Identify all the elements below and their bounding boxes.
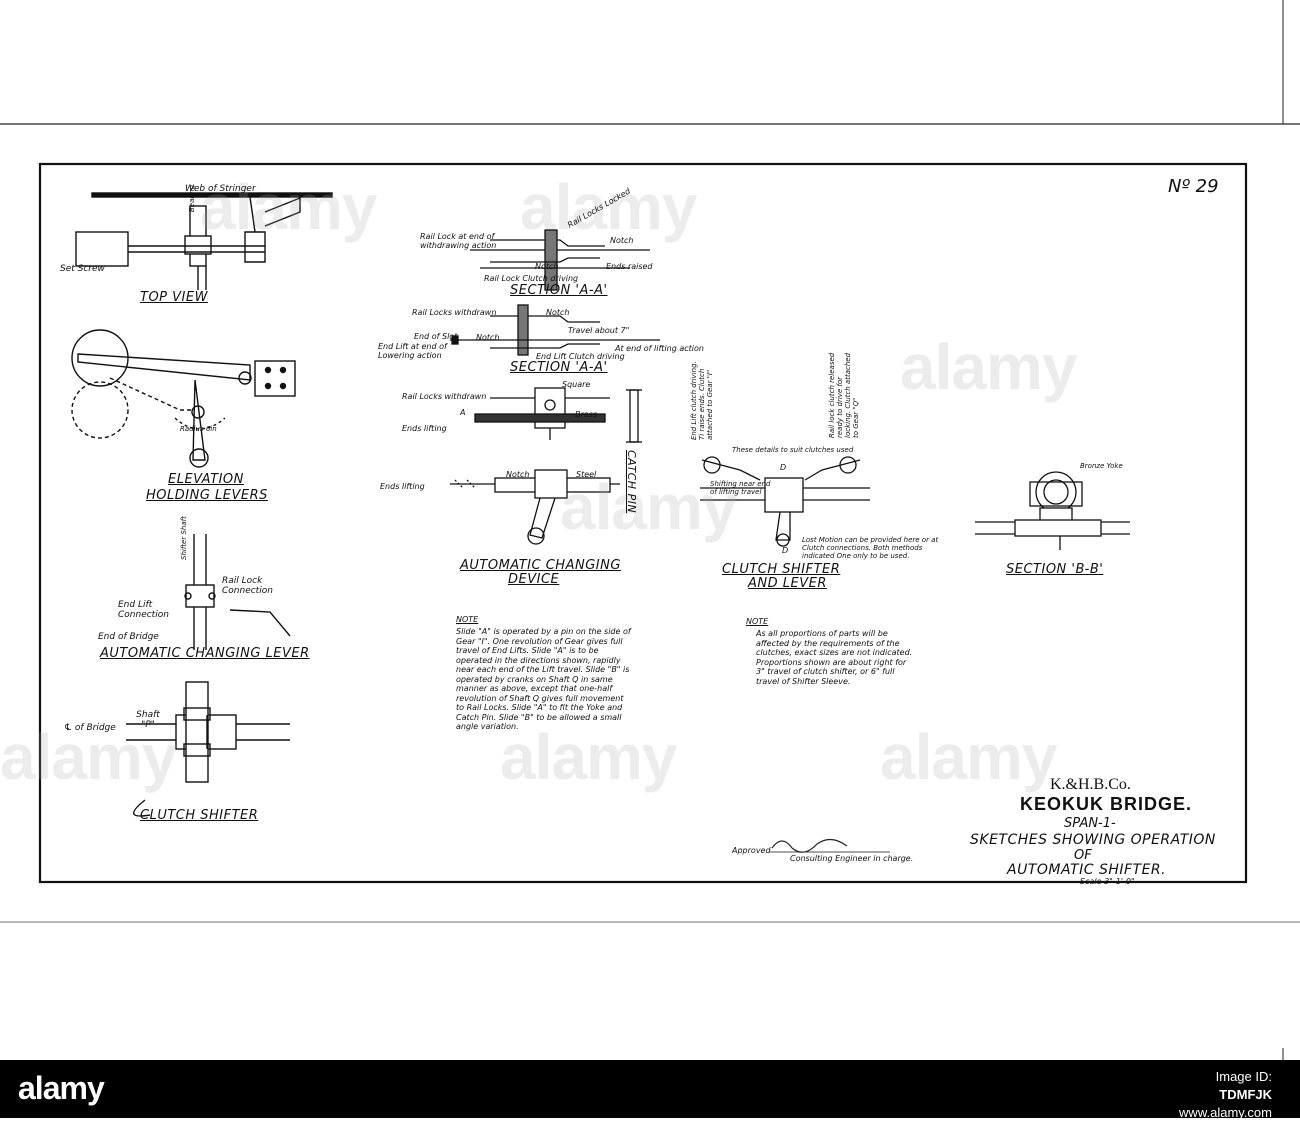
watermark: alamy xyxy=(560,471,737,543)
watermark: alamy xyxy=(500,721,677,793)
title-section-bb: SECTION 'B-B' xyxy=(1006,562,1104,577)
title-auto-changing-device-1: AUTOMATIC CHANGING xyxy=(460,558,621,573)
section-aa-2-drawing xyxy=(450,304,660,356)
title-clutch-shifter-lever-2: AND LEVER xyxy=(748,576,827,591)
title-section-aa-1: SECTION 'A-A' xyxy=(510,283,608,298)
label-end-of-bridge: End of Bridge xyxy=(98,632,159,642)
footer-logo[interactable]: alamy xyxy=(18,1070,105,1106)
note-right-title: NOTE xyxy=(746,617,769,626)
title-auto-changing-device-2: DEVICE xyxy=(508,572,560,587)
label-radius: Radius 6in xyxy=(180,425,217,433)
automatic-changing-device-drawing xyxy=(450,469,620,545)
label-d-mark-1: D xyxy=(780,463,787,472)
label-rail-locks-withdrawn-1: Rail Locks withdrawn xyxy=(412,308,497,317)
label-lost-motion: Lost Motion can be provided here or at C… xyxy=(802,536,939,560)
title-clutch-shifter-lever-1: CLUTCH SHIFTER xyxy=(722,562,841,577)
bridge-name: KEOKUK BRIDGE. xyxy=(1020,794,1193,814)
elevation-holding-levers-drawing xyxy=(71,329,296,468)
label-ends-lifting-2: Ends lifting xyxy=(380,482,425,491)
subtitle-1: SKETCHES SHOWING OPERATION xyxy=(970,832,1216,848)
label-notch-1: Notch xyxy=(610,236,634,245)
title-clutch-shifter: CLUTCH SHIFTER xyxy=(140,808,259,823)
title-top-view: TOP VIEW xyxy=(140,290,208,305)
company-name: K.&H.B.Co. xyxy=(1050,776,1131,793)
label-steel: Steel xyxy=(576,470,597,479)
footer-site[interactable]: www.alamy.com xyxy=(1179,1105,1272,1120)
label-set-screw: Set Screw xyxy=(60,264,105,274)
label-brass: Brass xyxy=(575,410,598,419)
image-id-label: Image ID: xyxy=(1215,1069,1272,1084)
label-at-end-lifting: At end of lifting action xyxy=(615,344,704,353)
watermark: alamy xyxy=(0,721,177,793)
signature xyxy=(771,838,848,853)
label-bronze-yoke: Bronze Yoke xyxy=(1080,462,1123,470)
label-rail-locks-withdrawn-2: Rail Locks withdrawn xyxy=(402,392,487,401)
label-end-lift-clutch: End Lift Clutch driving xyxy=(536,352,625,361)
subtitle-3: AUTOMATIC SHIFTER. xyxy=(1007,862,1167,878)
label-travel-about: Travel about 7" xyxy=(568,326,630,335)
title-automatic-changing-lever: AUTOMATIC CHANGING LEVER xyxy=(100,646,310,661)
image-id: TDMFJK xyxy=(1219,1087,1272,1102)
label-end-lift-lowering: End Lift at end of Lowering action xyxy=(378,342,447,360)
title-catch-pin: CATCH PIN xyxy=(625,450,638,514)
note-left-title: NOTE xyxy=(456,615,479,624)
footer-bar: alamy Image ID: TDMFJK www.alamy.com xyxy=(0,1060,1300,1120)
watermark: alamy xyxy=(520,171,697,243)
label-ends-lifting-1: Ends lifting xyxy=(402,424,447,433)
note-left-text: Slide "A" is operated by a pin on the si… xyxy=(456,627,631,731)
span-label: SPAN-1- xyxy=(1064,816,1116,831)
scale-label: Scale 3"-1'-0" xyxy=(1080,877,1135,886)
section-aa-1-drawing xyxy=(470,229,650,291)
label-bearing: Bearing xyxy=(188,184,196,212)
label-notch-5: Notch xyxy=(506,470,530,479)
approved-label: Approved xyxy=(732,846,771,855)
label-end-lift-clutch-driving: End Lift clutch driving. Ti raise ends. … xyxy=(690,361,714,440)
clutch-shifter-drawing xyxy=(126,681,290,817)
subtitle-2: OF xyxy=(1074,848,1092,863)
label-ends-raised: Ends raised xyxy=(606,262,653,271)
label-cl-of-bridge: ℄ of Bridge xyxy=(64,723,116,733)
title-section-aa-2: SECTION 'A-A' xyxy=(510,360,608,375)
sheet-number: Nº 29 xyxy=(1168,176,1219,197)
label-rail-lock-clutch-released: Rail lock clutch released ready to drive… xyxy=(828,352,860,438)
label-these-details: These details to suit clutches used xyxy=(732,446,854,454)
label-web-of-stringer: Web of Stringer xyxy=(185,184,256,194)
engineer-label: Consulting Engineer in charge. xyxy=(790,854,914,863)
slide-catch-pin-drawing xyxy=(474,387,642,443)
label-rail-lock-clutch: Rail Lock Clutch driving xyxy=(484,274,579,283)
label-notch-3: Notch xyxy=(546,308,570,317)
note-right-text: As all proportions of parts will be affe… xyxy=(756,629,913,686)
label-rail-lock-end: Rail Lock at end of withdrawing action xyxy=(420,232,497,250)
label-notch-2: Notch xyxy=(535,262,559,271)
watermark: alamy xyxy=(880,721,1057,793)
label-shifting-near-end: Shifting near end of lifting travel xyxy=(710,480,771,496)
title-holding-levers: HOLDING LEVERS xyxy=(146,488,268,503)
section-bb-drawing xyxy=(975,471,1130,550)
top-view-drawing xyxy=(75,192,333,290)
label-rail-lock-connection: Rail Lock Connection xyxy=(222,576,273,596)
label-square: Square xyxy=(562,380,591,389)
watermark: alamy xyxy=(200,171,377,243)
label-shaft-p: Shaft "P" xyxy=(136,710,160,730)
footer-info: Image ID: TDMFJK www.alamy.com xyxy=(1179,1068,1272,1122)
label-shifter-shaft: Shifter Shaft xyxy=(180,516,188,560)
label-end-of-slot: End of Slot xyxy=(414,332,458,341)
label-a-mark: A xyxy=(460,408,466,417)
label-end-lift-connection: End Lift Connection xyxy=(118,600,169,620)
label-notch-4: Notch xyxy=(476,333,500,342)
clutch-shifter-and-lever-drawing xyxy=(700,456,870,547)
title-elevation: ELEVATION xyxy=(168,472,244,487)
automatic-changing-lever-drawing xyxy=(184,534,291,650)
label-d-mark-2: D xyxy=(782,546,789,555)
watermark: alamy xyxy=(900,331,1077,403)
